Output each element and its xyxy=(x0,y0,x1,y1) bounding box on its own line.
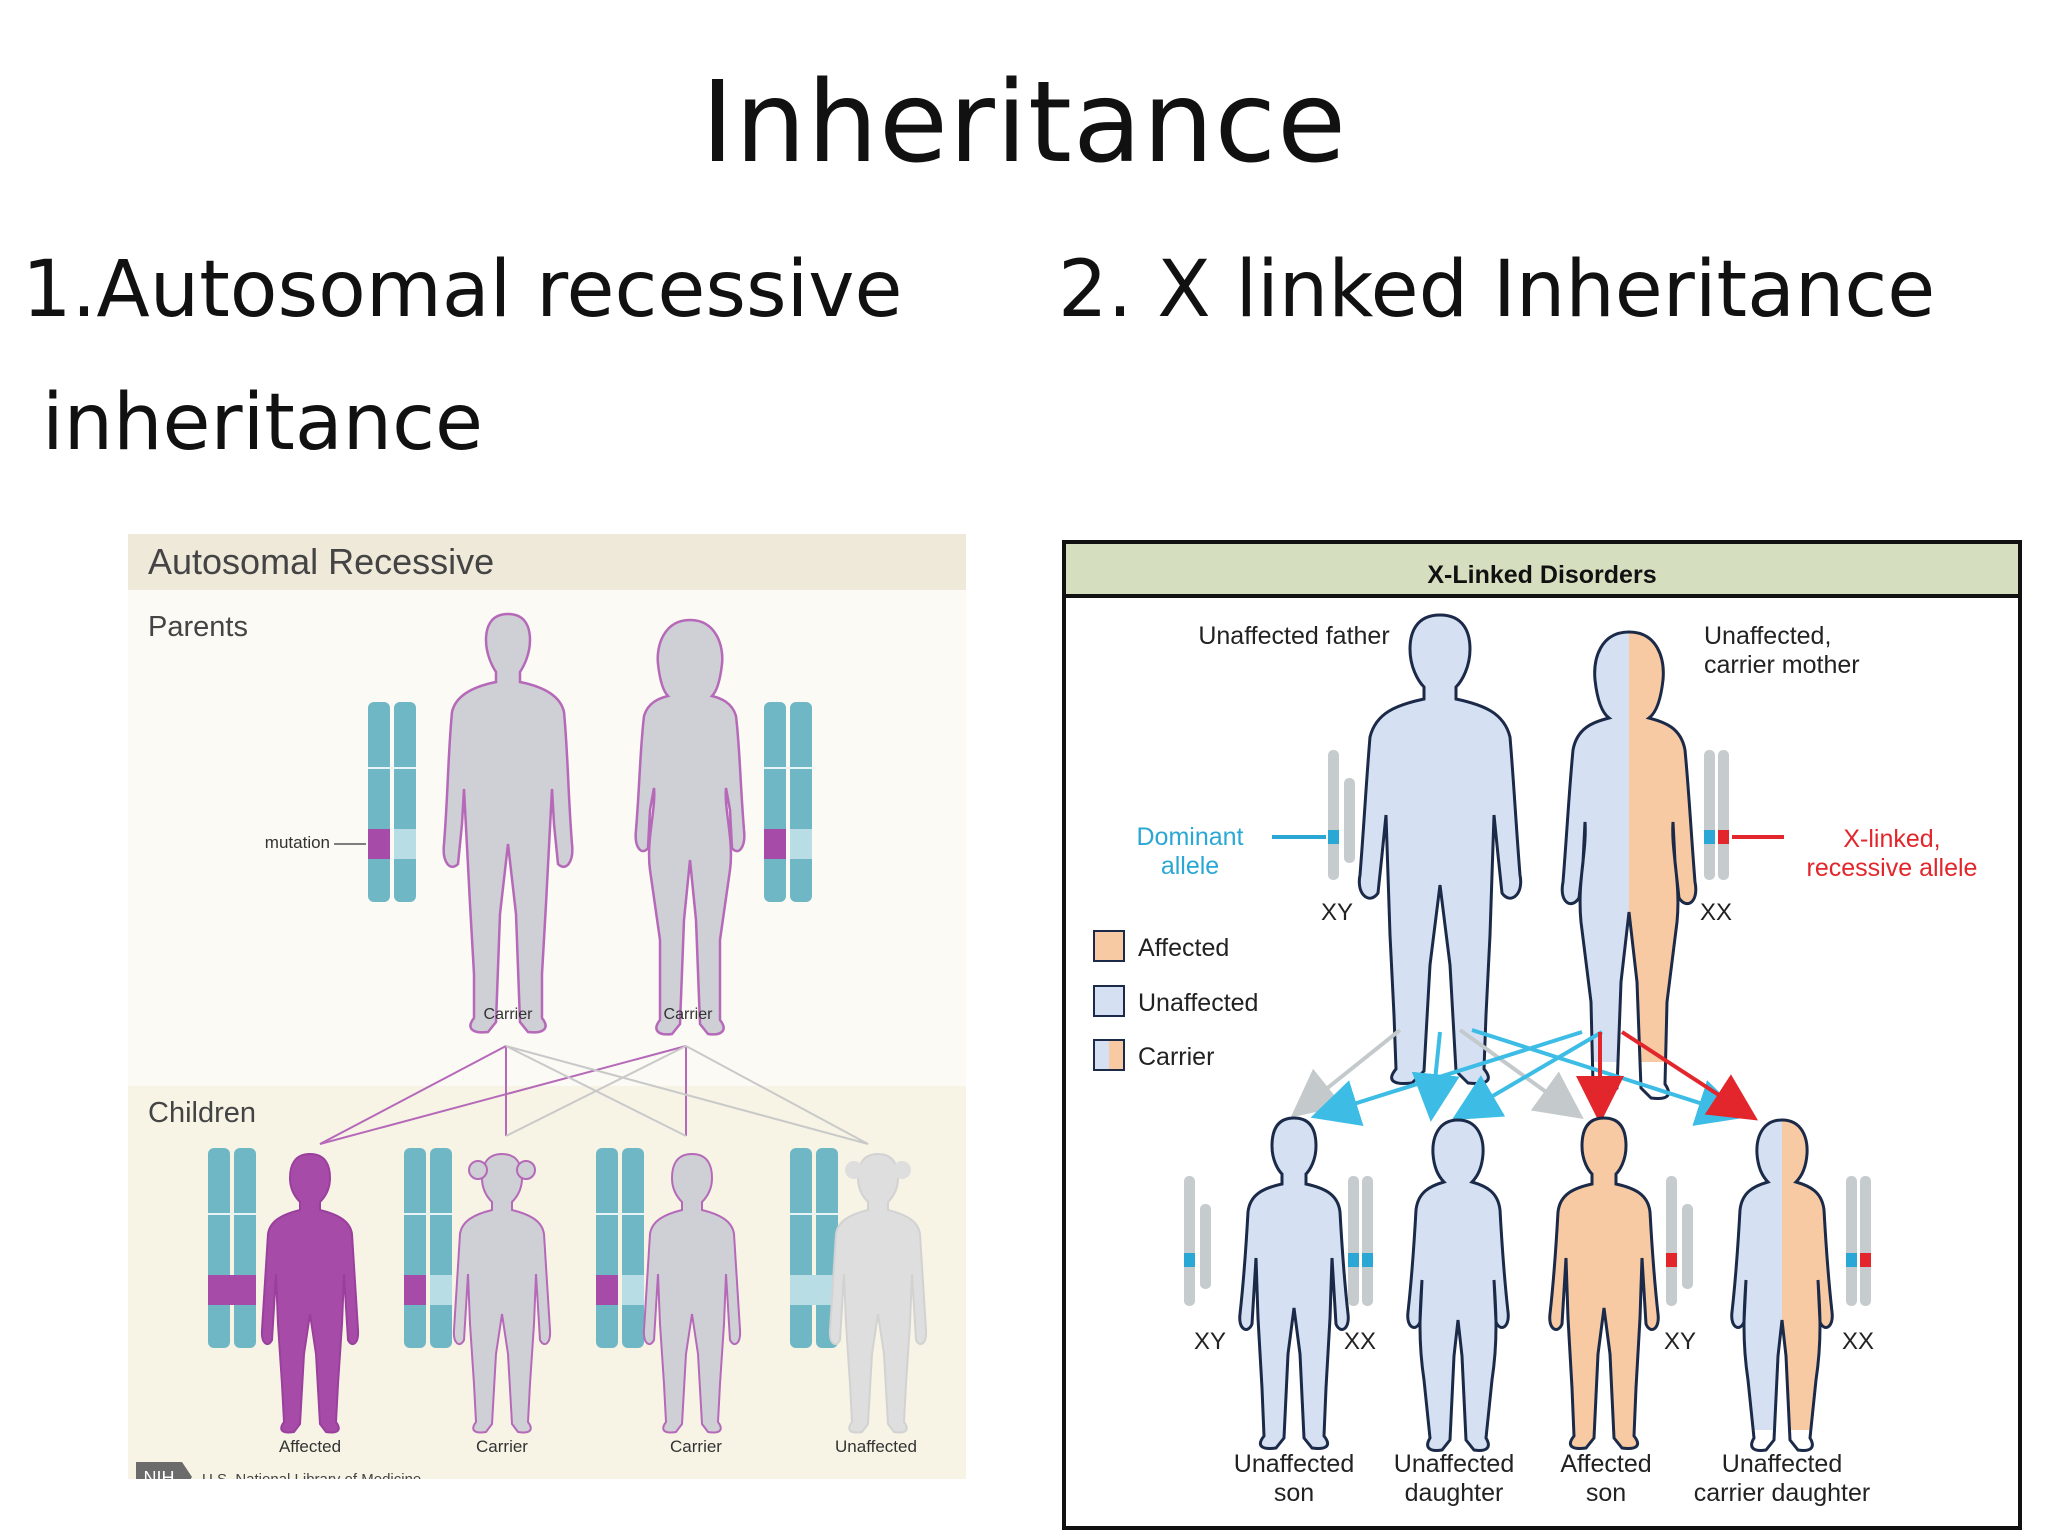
child3-allele xyxy=(1666,1253,1677,1267)
child2-x1-chromosome xyxy=(1348,1176,1359,1306)
legend-carrier-swatch-right xyxy=(1109,1040,1124,1070)
heading-autosomal: 1.Autosomal recessive xyxy=(22,245,903,335)
child2-x2-chromosome xyxy=(1362,1176,1373,1306)
pigtail-right-unaffected xyxy=(893,1161,911,1179)
child-caption-3: Carrier xyxy=(670,1437,722,1456)
parents-label: Parents xyxy=(148,611,248,643)
father-xy-chromosomes xyxy=(1328,750,1355,880)
child-caption-2: Carrier xyxy=(476,1437,528,1456)
nih-badge xyxy=(136,1462,182,1479)
child1-x-chromosome xyxy=(1184,1176,1195,1306)
child-caption-1: Affected xyxy=(279,1437,341,1456)
x-linked-header: X-Linked Disorders xyxy=(1427,561,1656,589)
child4-x2-chromosome xyxy=(1860,1176,1871,1306)
recessive-label-line1: X-linked, xyxy=(1843,825,1940,853)
autosomal-recessive-figure: Autosomal Recessive Parents Children mut… xyxy=(128,534,966,1479)
legend-affected-swatch xyxy=(1093,930,1125,962)
children-label: Children xyxy=(148,1097,256,1129)
legend-carrier-border xyxy=(1093,1039,1125,1071)
child4-label-line1: Unaffected xyxy=(1722,1450,1842,1478)
child3-x-chromosome xyxy=(1666,1176,1677,1306)
heading-autosomal-cont: inheritance xyxy=(42,378,483,468)
father-karyotype: XY xyxy=(1321,899,1353,926)
mother-label-line2: carrier mother xyxy=(1704,651,1860,679)
child1-allele xyxy=(1184,1253,1195,1267)
inheritance-lines xyxy=(319,1045,869,1145)
pigtail-left-unaffected xyxy=(845,1161,863,1179)
child-caption-4: Unaffected xyxy=(835,1437,917,1456)
child3-karyotype: XY xyxy=(1664,1328,1696,1355)
mutation-label: mutation xyxy=(265,833,330,852)
x-linked-header-bar xyxy=(1066,544,2018,596)
pigtail-right xyxy=(516,1160,536,1180)
child1-karyotype: XY xyxy=(1194,1328,1226,1355)
mother-xx-chromosomes xyxy=(1704,750,1729,880)
mother-label-line1: Unaffected, xyxy=(1704,622,1831,650)
heading-x-linked: 2. X linked Inheritance xyxy=(1058,245,1936,335)
pigtail-left xyxy=(468,1160,488,1180)
child3-y-chromosome xyxy=(1682,1204,1693,1289)
panel-header-bar xyxy=(128,534,966,590)
mother-caption: Carrier xyxy=(664,1006,714,1023)
child1-label-line2: son xyxy=(1274,1479,1314,1507)
child2-label-line2: daughter xyxy=(1405,1479,1504,1507)
legend-carrier-swatch-left xyxy=(1094,1040,1109,1070)
father-label: Unaffected father xyxy=(1198,622,1389,650)
x-linked-figure: X-Linked Disorders Unaffected father Una… xyxy=(1062,540,2022,1530)
child2-allele1 xyxy=(1348,1253,1359,1267)
child3-label-line1: Affected xyxy=(1560,1450,1651,1478)
dominant-label-line1: Dominant xyxy=(1137,823,1244,851)
slide-title: Inheritance xyxy=(700,58,1348,188)
mother-karyotype: XX xyxy=(1700,899,1732,926)
legend-carrier: Carrier xyxy=(1138,1043,1214,1071)
child4-karyotype: XX xyxy=(1842,1328,1874,1355)
legend-unaffected: Unaffected xyxy=(1138,989,1258,1017)
nih-badge-arrow xyxy=(182,1462,192,1479)
nih-badge-text: NIH xyxy=(144,1468,175,1479)
dominant-label-line2: allele xyxy=(1161,852,1219,880)
recessive-label-line2: recessive allele xyxy=(1807,854,1978,882)
panel-header: Autosomal Recessive xyxy=(148,541,494,582)
father-caption: Carrier xyxy=(484,1006,534,1023)
nlm-credit: U.S. National Library of Medicine xyxy=(202,1471,421,1479)
child3-label-line2: son xyxy=(1586,1479,1626,1507)
child1-label-line1: Unaffected xyxy=(1234,1450,1354,1478)
child4-allele2 xyxy=(1860,1253,1871,1267)
x-linked-frame xyxy=(1062,540,2022,1530)
child2-karyotype: XX xyxy=(1344,1328,1376,1355)
inheritance-arrows xyxy=(1290,1028,1759,1127)
child2-label-line1: Unaffected xyxy=(1394,1450,1514,1478)
child2-allele2 xyxy=(1362,1253,1373,1267)
child4-label-line2: carrier daughter xyxy=(1694,1479,1870,1507)
autosomal-diagram: Autosomal Recessive Parents Children mut… xyxy=(128,534,966,1479)
legend: Affected Unaffected Carrier xyxy=(1093,930,1258,1071)
child1-y-chromosome xyxy=(1200,1204,1211,1289)
legend-unaffected-swatch xyxy=(1093,985,1125,1017)
child4-x1-chromosome xyxy=(1846,1176,1857,1306)
x-linked-diagram: X-Linked Disorders Unaffected father Una… xyxy=(1062,540,2022,1530)
child4-allele1 xyxy=(1846,1253,1857,1267)
legend-affected: Affected xyxy=(1138,934,1229,962)
